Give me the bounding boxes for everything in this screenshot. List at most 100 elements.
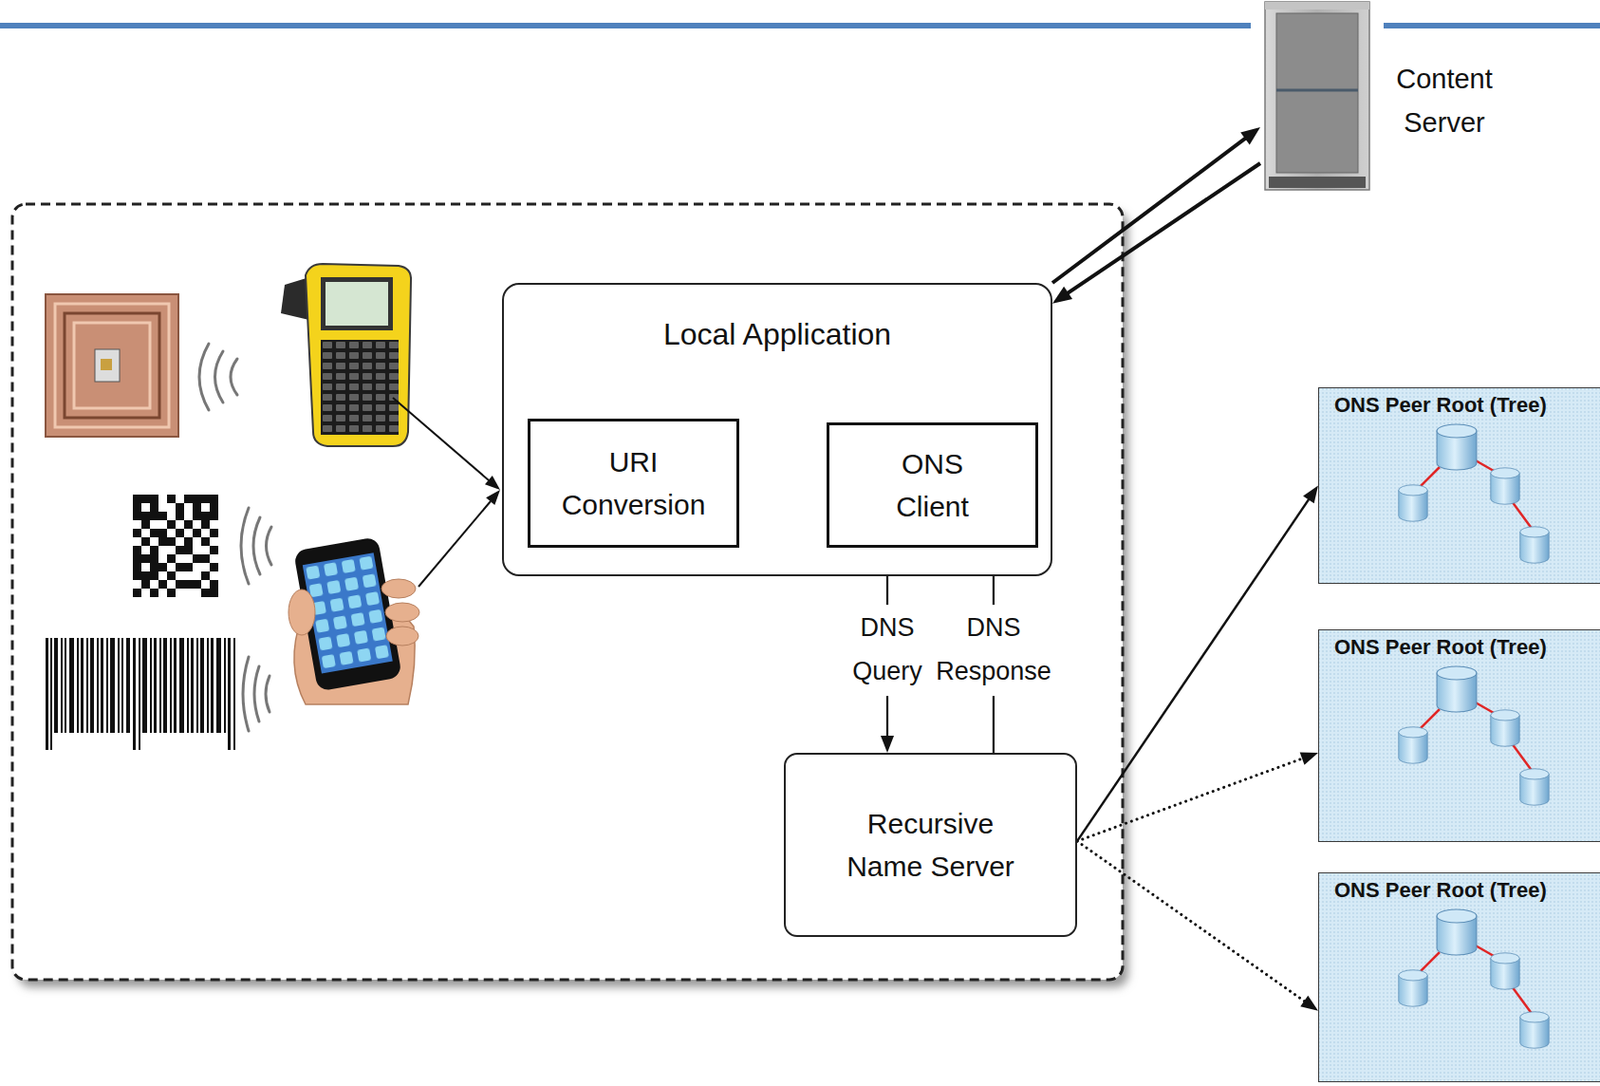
- server-icon-part: [1265, 1, 1370, 190]
- database-tree-part: [1420, 944, 1533, 1015]
- database-tree-part: [1398, 969, 1428, 1006]
- smartphone-in-hand-part: [385, 602, 420, 622]
- connector-label: DNS Query: [849, 604, 926, 696]
- smartphone-in-hand-part-part: [302, 552, 393, 673]
- panel-title: ONS Peer Root (Tree): [1334, 633, 1547, 662]
- arrowhead: [880, 735, 894, 753]
- database-tree-part: [1436, 666, 1477, 712]
- peer-root-panel-part: [1318, 387, 1600, 584]
- handheld-scanner-part: [305, 263, 411, 447]
- database-tree-part: [1420, 701, 1533, 772]
- connector-line: [1065, 163, 1261, 295]
- server-box: Recursive Name Server: [783, 752, 1078, 937]
- signal-waves-part: [254, 666, 260, 722]
- peer-root-panel: ONS Peer Root (Tree): [1318, 872, 1600, 1082]
- header-rule-part: [1383, 22, 1600, 29]
- qr-code-part: [132, 494, 219, 597]
- process-box: URI Conversion: [527, 418, 740, 548]
- application-box: Local ApplicationURI Conversion ONS Clien…: [502, 282, 1053, 577]
- rfid-tag-part: [55, 303, 169, 428]
- database-tree: [1398, 666, 1549, 805]
- signal-waves-part: [241, 507, 249, 584]
- arrowhead: [1052, 286, 1073, 304]
- connector-arrow: [1052, 127, 1261, 283]
- device-arrow-part: [392, 397, 489, 481]
- connector-line: [1077, 840, 1306, 1003]
- server-icon: [1265, 1, 1370, 190]
- process-box: ONS Client: [826, 422, 1039, 548]
- database-tree-part: [1490, 467, 1520, 504]
- arrowhead: [1300, 995, 1319, 1011]
- database-tree-part: [1436, 424, 1477, 470]
- database-tree: [1398, 909, 1549, 1048]
- signal-waves-part: [199, 343, 209, 410]
- peer-root-panel: [1318, 387, 1600, 1082]
- database-tree-part: [1436, 909, 1477, 955]
- arrowhead: [1300, 752, 1319, 765]
- server-icon-part: [1276, 89, 1359, 93]
- database-tree-part: [1398, 484, 1428, 521]
- database-tree-part: [1520, 1011, 1549, 1048]
- signal-waves-part: [265, 675, 270, 712]
- panel-title: ONS Peer Root (Tree): [1334, 391, 1547, 420]
- database-tree: [1398, 424, 1549, 563]
- header-rule-part: [0, 22, 1251, 29]
- box-heading: Local Application: [503, 315, 1051, 354]
- arrowhead: [1240, 127, 1261, 145]
- connector-line: [1077, 497, 1310, 841]
- signal-waves-part: [266, 526, 273, 565]
- rfid-tag-part: [45, 294, 179, 437]
- signal-waves-part: [230, 358, 238, 395]
- server-icon-part: [1268, 176, 1366, 188]
- device-arrow-part: [484, 475, 501, 490]
- handheld-scanner-part: [320, 339, 399, 435]
- rfid-tag: [45, 294, 179, 437]
- device-arrow-part: [418, 501, 491, 587]
- rfid-tag-part: [74, 322, 150, 409]
- rfid-tag-part: [100, 358, 112, 371]
- connector-line: [1052, 136, 1247, 283]
- server-node: Content Server: [1260, 1, 1509, 192]
- smartphone-in-hand: [288, 536, 420, 705]
- device-arrow-part: [485, 489, 501, 505]
- server-icon-part: [1265, 1, 1370, 10]
- rfid-tag-part: [64, 313, 160, 418]
- local-site-boundary-part: [12, 204, 1123, 980]
- database-tree-part: [1420, 459, 1533, 530]
- smartphone-in-hand-part: [381, 578, 416, 598]
- handheld-scanner-part: [325, 281, 389, 326]
- database-tree-part: [1398, 726, 1428, 763]
- connector-arrow: [1077, 840, 1319, 1011]
- arrowhead: [1302, 485, 1319, 504]
- box-label: ONS Client: [871, 442, 995, 528]
- panel-title: ONS Peer Root (Tree): [1334, 876, 1547, 905]
- server-icon-part: [1276, 13, 1359, 173]
- handheld-scanner-part: [320, 277, 393, 331]
- database-tree-part: [1490, 709, 1520, 746]
- connector-arrow: [1052, 163, 1261, 304]
- qr-code-part: [129, 490, 224, 601]
- local-site-boundary: [12, 204, 1129, 987]
- smartphone-in-hand-part: [288, 589, 316, 635]
- connector-label: DNS Response: [932, 604, 1055, 696]
- signal-waves-part: [242, 656, 249, 731]
- signal-waves-part: [215, 351, 224, 403]
- barcode: [45, 637, 236, 750]
- peer-root-panel: ONS Peer Root (Tree): [1318, 387, 1600, 584]
- box-label: Recursive Name Server: [836, 801, 1026, 888]
- handheld-scanner-part: [320, 339, 399, 435]
- connector-arrow: [1077, 485, 1319, 842]
- peer-root-panel: ONS Peer Root (Tree): [1318, 629, 1600, 842]
- handheld-scanner: [280, 263, 411, 447]
- smartphone-in-hand-part-part: [302, 552, 393, 673]
- database-tree-part: [1520, 768, 1549, 805]
- database-tree-part: [1520, 526, 1549, 563]
- device-arrow: [392, 397, 501, 587]
- rfid-tag-part: [94, 349, 120, 382]
- peer-root-panel-part: [1318, 629, 1600, 842]
- smartphone-in-hand-part: [386, 626, 419, 646]
- qr-code: [129, 490, 224, 601]
- server-label: Content Server: [1377, 56, 1511, 146]
- box-label: URI Conversion: [553, 440, 715, 526]
